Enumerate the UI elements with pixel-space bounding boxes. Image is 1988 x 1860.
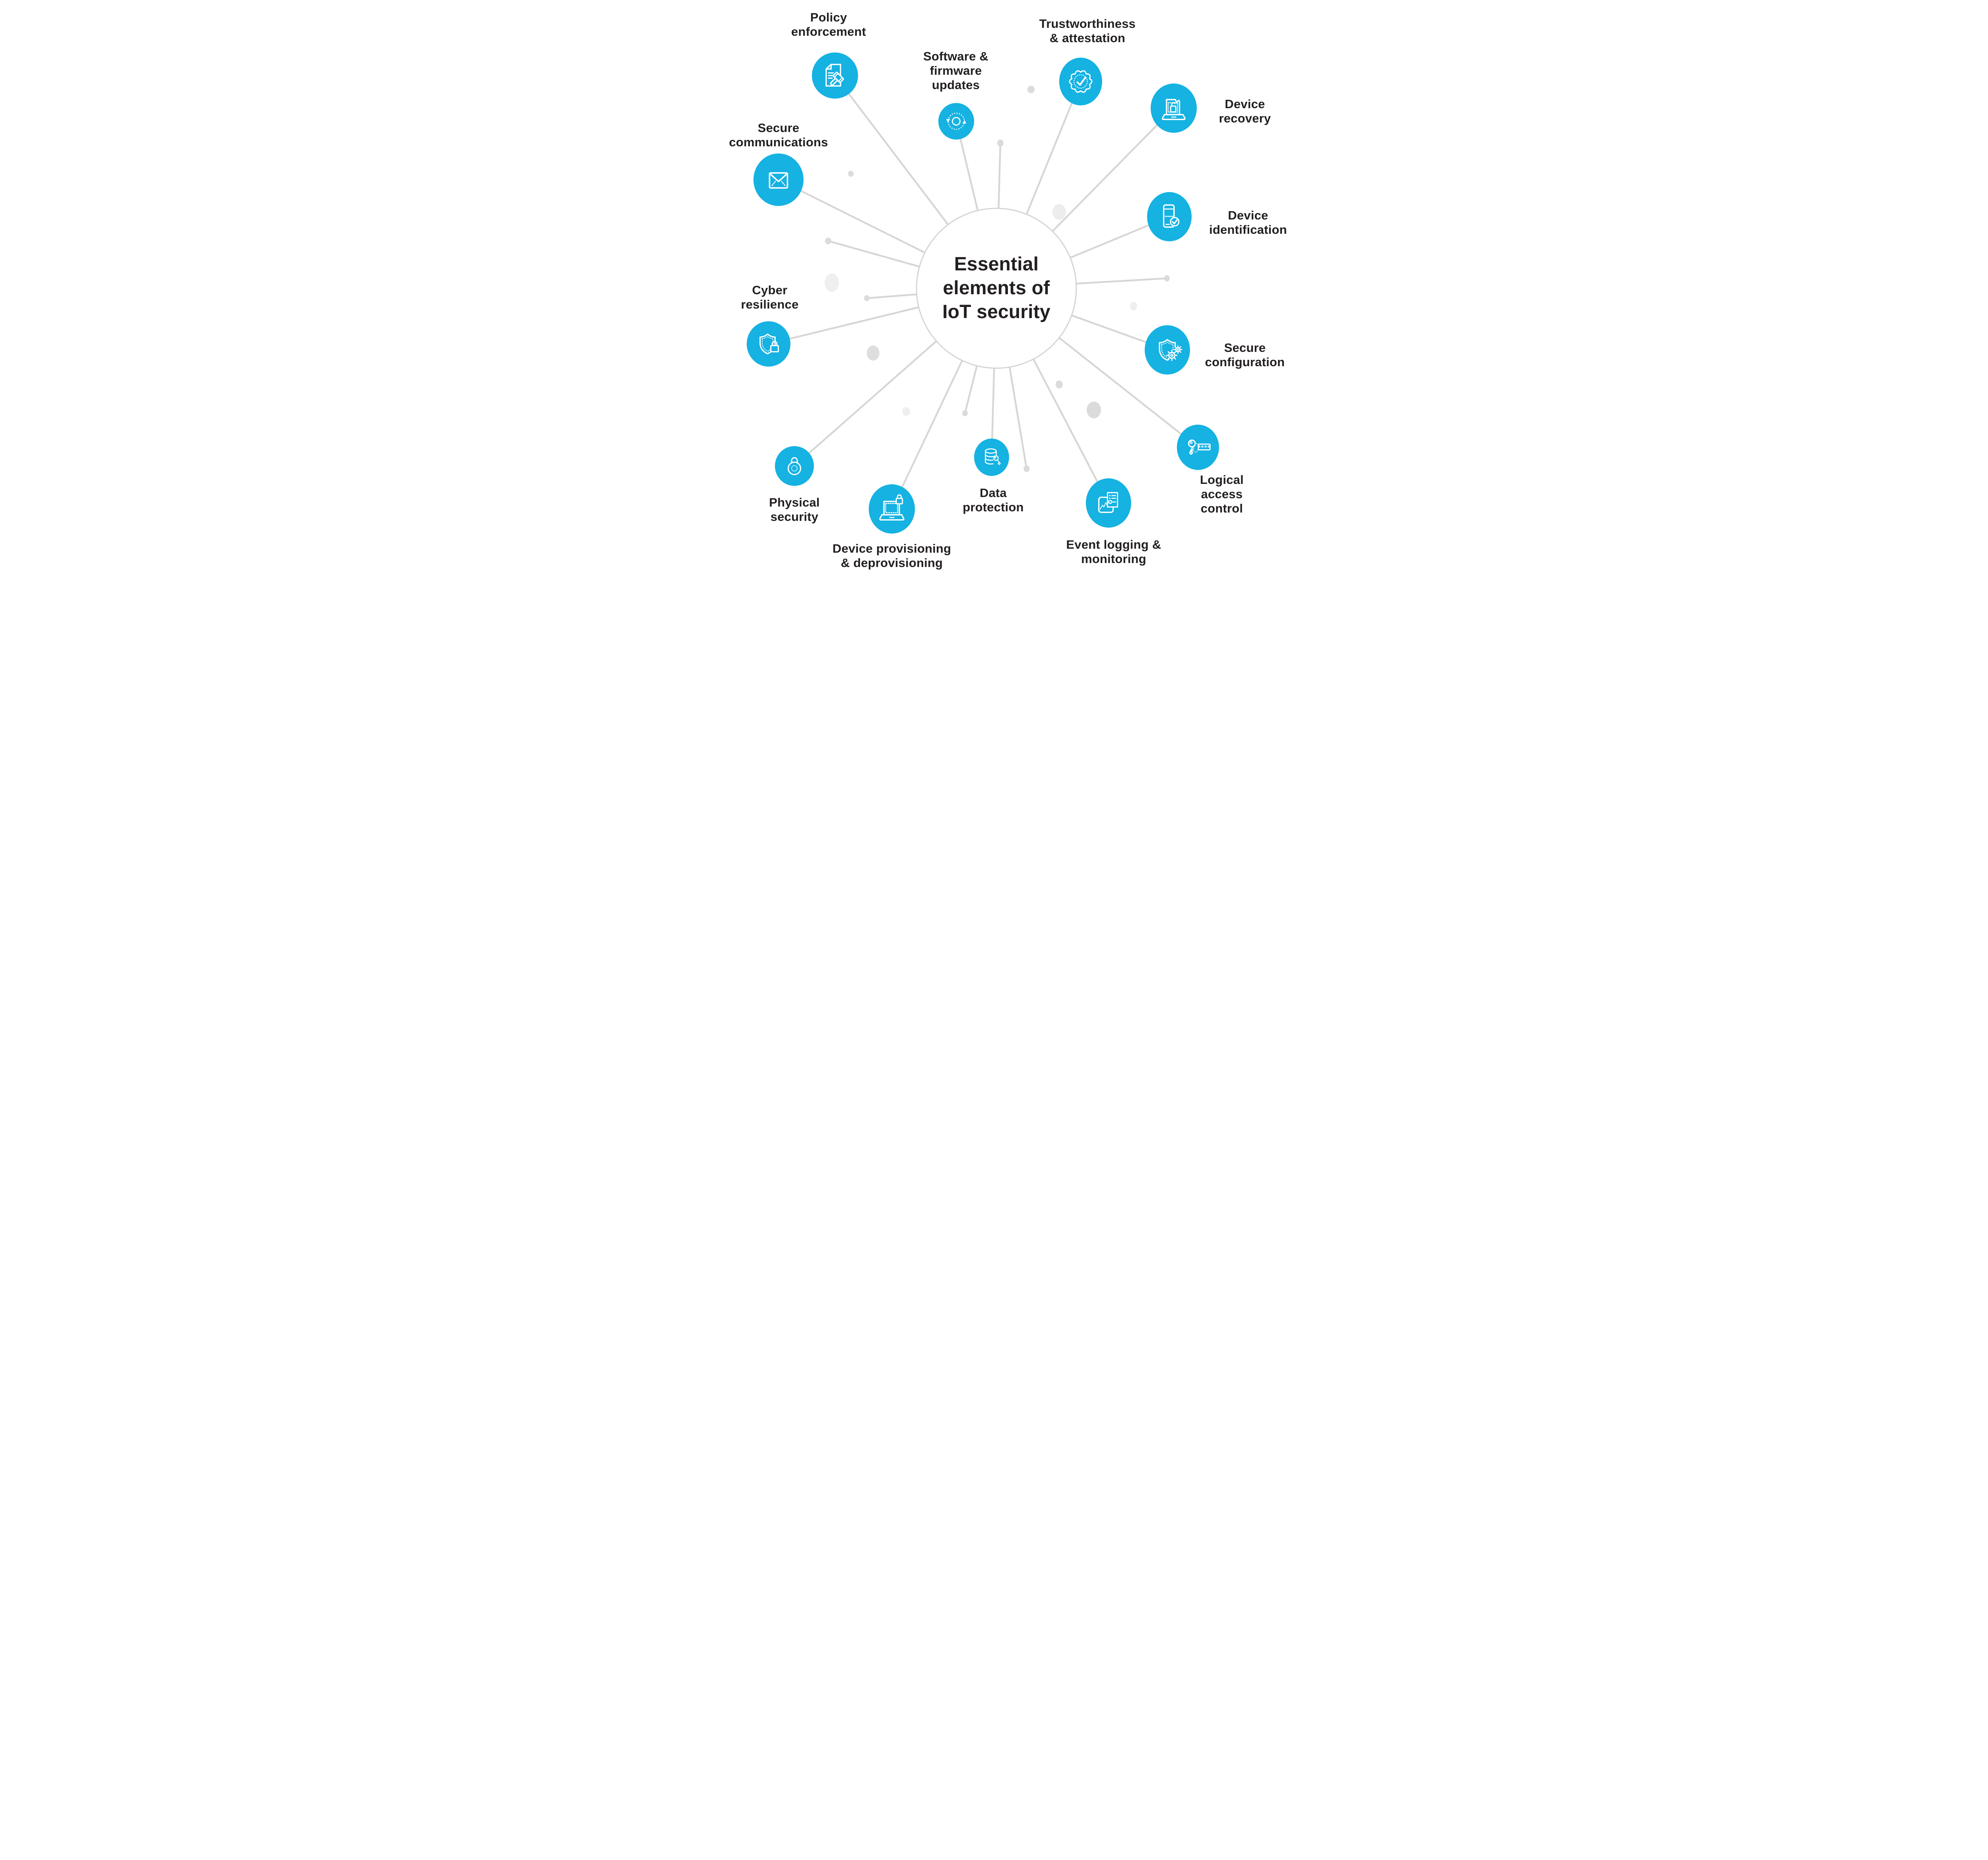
pin-dot <box>1164 275 1170 282</box>
decor-dot <box>825 274 839 292</box>
node-physical-security <box>775 446 814 486</box>
pin-dot <box>997 140 1004 147</box>
node-logical-access-control <box>1177 425 1219 470</box>
nodes <box>747 52 1219 534</box>
label-secure-communications: Secure communications <box>729 121 828 149</box>
decor-dot <box>1056 381 1063 388</box>
pin-dot <box>825 237 831 245</box>
node-circle <box>1059 58 1102 105</box>
label-device-identification: Device identification <box>1209 208 1287 237</box>
decor-dot <box>867 346 879 361</box>
label-event-logging-monitoring: Event logging & monitoring <box>1066 538 1161 566</box>
label-data-protection: Data protection <box>963 486 1024 514</box>
center-circle <box>916 208 1077 369</box>
node-circle <box>753 153 804 206</box>
node-circle <box>869 484 915 534</box>
pin-dot <box>864 295 870 301</box>
node-data-protection <box>974 439 1009 476</box>
decor-dot <box>848 171 854 177</box>
pin-dot <box>962 410 968 416</box>
decor-dot <box>1027 85 1035 93</box>
decor-dot <box>1052 204 1066 220</box>
pin-dots <box>825 140 1170 472</box>
decor-dot <box>902 407 910 416</box>
node-circle <box>1145 325 1190 375</box>
node-secure-configuration <box>1145 325 1190 375</box>
node-trustworthiness-attestation <box>1059 58 1102 105</box>
node-device-recovery <box>1151 83 1197 133</box>
decor-dot <box>1087 402 1101 418</box>
node-software-firmware-updates <box>938 103 974 140</box>
node-circle <box>974 439 1009 476</box>
node-circle <box>747 321 790 367</box>
label-device-provisioning-deprovisioning: Device provisioning & deprovisioning <box>832 542 951 570</box>
label-physical-security: Physical security <box>769 495 820 524</box>
node-circle <box>938 103 974 140</box>
node-circle <box>1147 192 1192 241</box>
decor-dots <box>825 85 1137 418</box>
label-cyber-resilience: Cyber resilience <box>741 283 799 311</box>
node-device-identification <box>1147 192 1192 241</box>
label-device-recovery: Device recovery <box>1219 97 1271 125</box>
node-circle <box>775 446 814 486</box>
node-event-logging-monitoring <box>1086 478 1131 528</box>
center-title: Essential elements of IoT security <box>942 254 1050 322</box>
diagram-canvas: **** <box>747 52 1219 534</box>
node-cyber-resilience <box>747 321 790 367</box>
label-policy-enforcement: Policy enforcement <box>791 10 866 39</box>
decor-dot <box>1130 302 1137 311</box>
node-device-provisioning-deprovisioning <box>869 484 915 534</box>
pin-dot <box>1023 465 1030 472</box>
iot-security-diagram: **** <box>682 0 1306 583</box>
label-software-firmware-updates: Software & firmware updates <box>923 49 988 92</box>
label-logical-access-control: Logical access control <box>1200 473 1244 515</box>
label-trustworthiness-attestation: Trustworthiness & attestation <box>1039 17 1136 45</box>
node-secure-communications <box>753 153 804 206</box>
label-secure-configuration: Secure configuration <box>1205 341 1285 369</box>
node-policy-enforcement <box>812 52 858 99</box>
